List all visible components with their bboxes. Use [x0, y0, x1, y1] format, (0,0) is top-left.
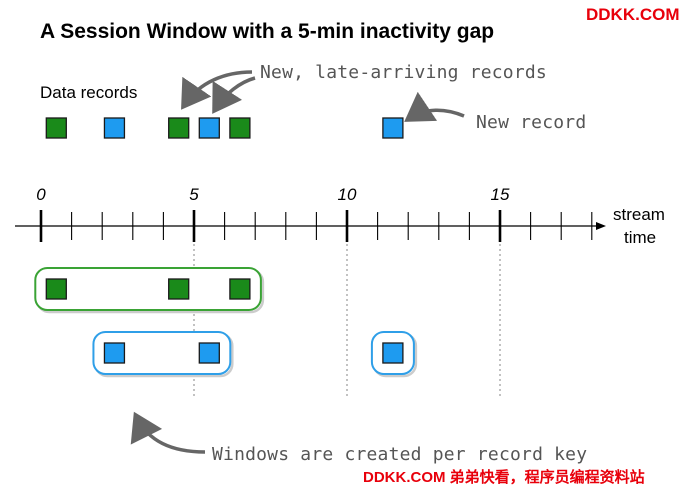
data-records-label: Data records: [40, 83, 137, 102]
record-green-2: [168, 117, 190, 139]
watermark-bottom: DDKK.COM 弟弟快看，程序员编程资料站: [363, 468, 645, 486]
diagram-title: A Session Window with a 5-min inactivity…: [40, 20, 494, 43]
record-blue-3: [198, 117, 220, 139]
new-record-arrow: [404, 91, 465, 122]
axis-label-time: time: [624, 228, 656, 247]
window-record-0: [45, 278, 67, 300]
tick-label-0: 0: [36, 185, 46, 204]
axis-label-stream: stream: [613, 205, 665, 224]
late-record-arrow-blue: [212, 76, 256, 114]
windows-note: Windows are created per record key: [212, 444, 587, 465]
tick-label-10: 10: [338, 185, 357, 204]
session-window-green-0: [34, 267, 265, 314]
stream-time-axis: 0 5 10 15: [15, 185, 606, 398]
window-record-1: [198, 342, 220, 364]
record-blue-5: [382, 117, 404, 139]
late-record-arrow-green: [181, 70, 253, 110]
record-blue-1: [103, 117, 126, 139]
tick-label-15: 15: [491, 185, 510, 204]
window-record-1: [168, 278, 190, 300]
window-record-0: [103, 342, 126, 364]
data-records: [45, 117, 404, 139]
late-records-note: New, late-arriving records: [260, 62, 547, 83]
session-window-blue-1: [92, 331, 234, 378]
record-green-0: [45, 117, 67, 139]
window-record-2: [229, 278, 251, 300]
session-window-blue-2: [370, 331, 418, 378]
axis-arrowhead: [596, 222, 606, 230]
window-frame: [34, 267, 262, 311]
new-record-note: New record: [476, 112, 586, 133]
tick-label-5: 5: [189, 185, 199, 204]
window-frame: [92, 331, 232, 375]
windows-note-arrow: [130, 411, 206, 454]
session-windows: [34, 267, 418, 378]
watermark-top: DDKK.COM: [586, 5, 680, 24]
record-green-4: [229, 117, 251, 139]
window-record-0: [382, 342, 404, 364]
